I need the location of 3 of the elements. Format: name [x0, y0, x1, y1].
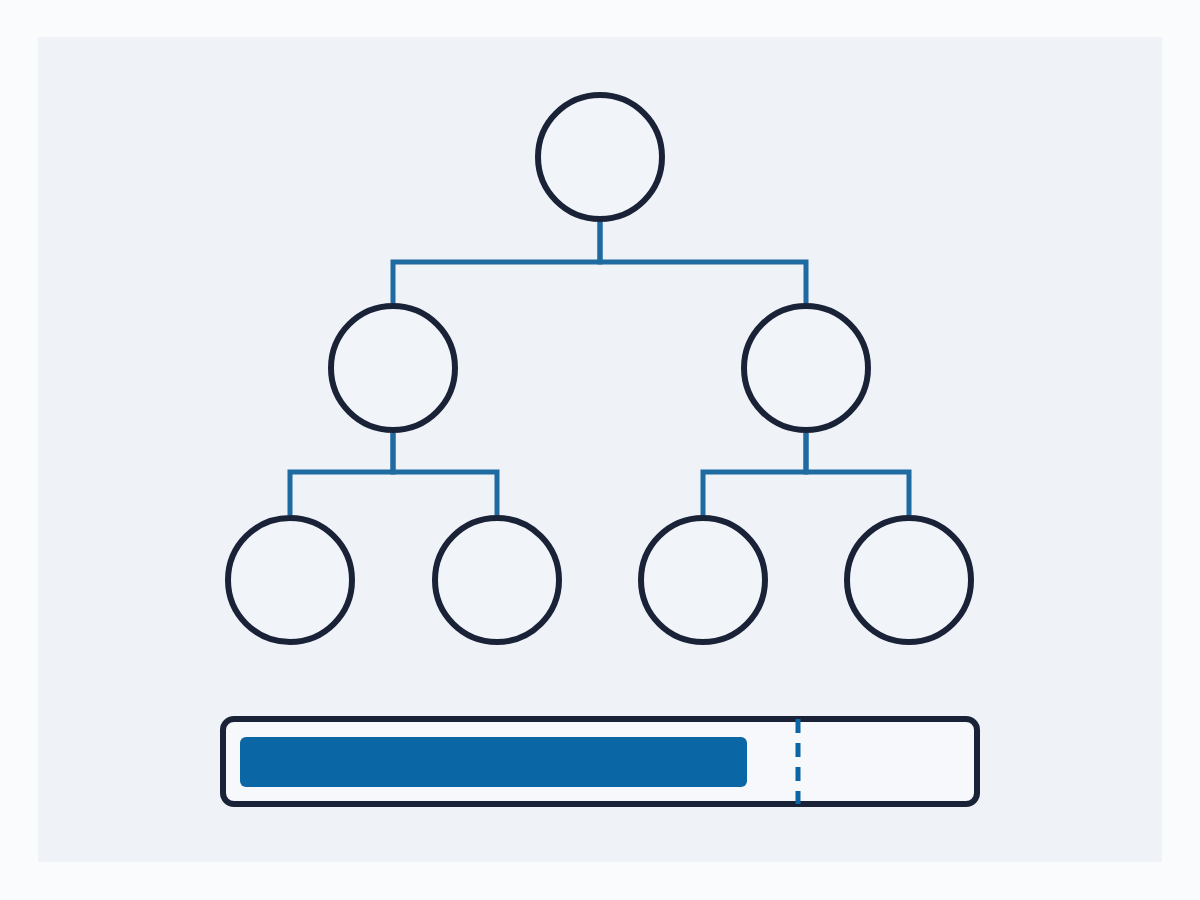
connector-line — [803, 433, 912, 515]
connector-line — [390, 433, 500, 515]
connector-line — [597, 222, 809, 303]
